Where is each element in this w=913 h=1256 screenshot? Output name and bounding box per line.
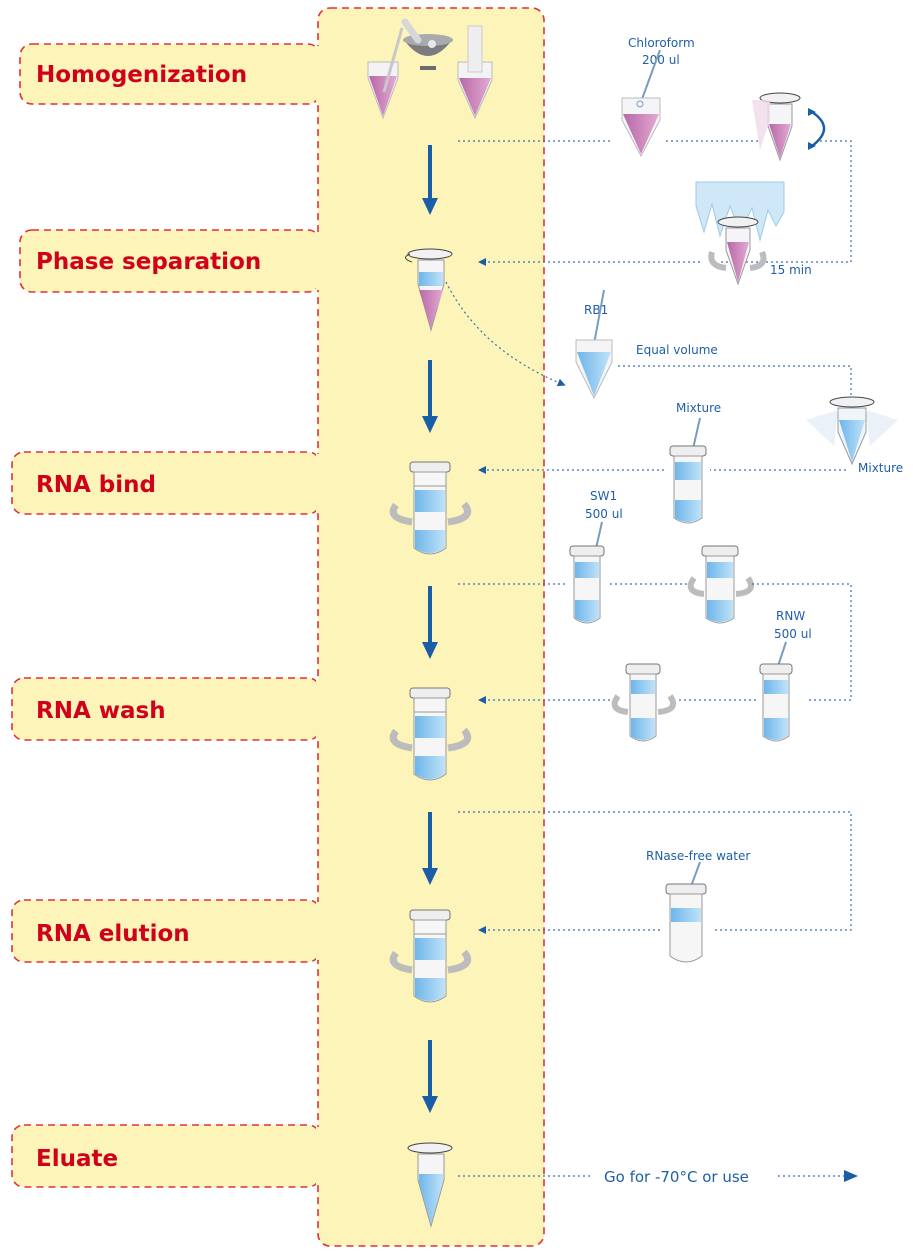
spin-column-bind-icon — [389, 461, 471, 555]
step-label: RNA elution — [36, 921, 190, 947]
step-phase-separation: Phase separation — [19, 229, 321, 293]
ice-time-label: 15 min — [770, 263, 812, 277]
rnw-column-icon — [759, 641, 793, 742]
homogenization-tube-icon — [367, 27, 404, 120]
shake-tube-icon — [752, 92, 826, 162]
rnw-label: RNW — [776, 609, 805, 623]
ice-tube-icon — [708, 216, 767, 286]
connector-line — [752, 583, 852, 701]
rb1-label: RB1 — [584, 303, 608, 317]
transfer-curve — [445, 281, 566, 387]
step-rna-wash: RNA wash — [11, 677, 321, 741]
mixture-label: Mixture — [858, 461, 903, 475]
phase-separation-tube-icon — [405, 248, 453, 332]
water-column-icon — [665, 861, 707, 963]
step-rna-bind: RNA bind — [11, 451, 321, 515]
rnw-spin-icon — [611, 663, 676, 742]
sw1-spin-icon — [687, 545, 754, 624]
step-rna-elution: RNA elution — [11, 899, 321, 963]
connector-line — [458, 811, 852, 931]
chloroform-label: Chloroform — [628, 36, 695, 50]
rnw-volume: 500 ul — [774, 627, 812, 641]
step-label: Homogenization — [36, 62, 247, 88]
rb1-tube-icon — [575, 289, 613, 400]
down-arrow — [422, 145, 438, 215]
mixture-label: Mixture — [676, 401, 721, 415]
spin-column-wash-icon — [389, 687, 471, 781]
mortar-pestle-icon — [401, 18, 453, 70]
equal-volume-label: Equal volume — [636, 343, 718, 357]
connector-line — [720, 140, 852, 263]
sw1-volume: 500 ul — [585, 507, 623, 521]
connector-line — [618, 365, 852, 396]
step-homogenization: Homogenization — [19, 43, 321, 105]
sw1-column-icon — [569, 521, 605, 624]
chloroform-volume: 200 ul — [642, 53, 680, 67]
homogenizer-tube-icon — [457, 25, 493, 120]
step-label: Phase separation — [36, 249, 261, 275]
final-instruction: Go for -70°C or use — [604, 1168, 749, 1186]
step-label: RNA bind — [36, 472, 156, 498]
mixing-tube-icon — [806, 396, 898, 466]
step-label: Eluate — [36, 1146, 118, 1172]
down-arrow — [422, 1040, 438, 1113]
down-arrow — [422, 812, 438, 885]
chloroform-tube-icon — [621, 49, 661, 158]
step-eluate: Eluate — [11, 1124, 321, 1188]
step-label: RNA wash — [36, 698, 166, 724]
down-arrow — [422, 360, 438, 433]
final-arrow-head — [844, 1170, 858, 1182]
spin-column-elution-icon — [389, 909, 471, 1003]
down-arrow — [422, 586, 438, 659]
water-label: RNase-free water — [646, 849, 750, 863]
eluate-tube-icon — [407, 1142, 453, 1228]
sw1-label: SW1 — [590, 489, 617, 503]
column-load-icon — [669, 417, 707, 524]
